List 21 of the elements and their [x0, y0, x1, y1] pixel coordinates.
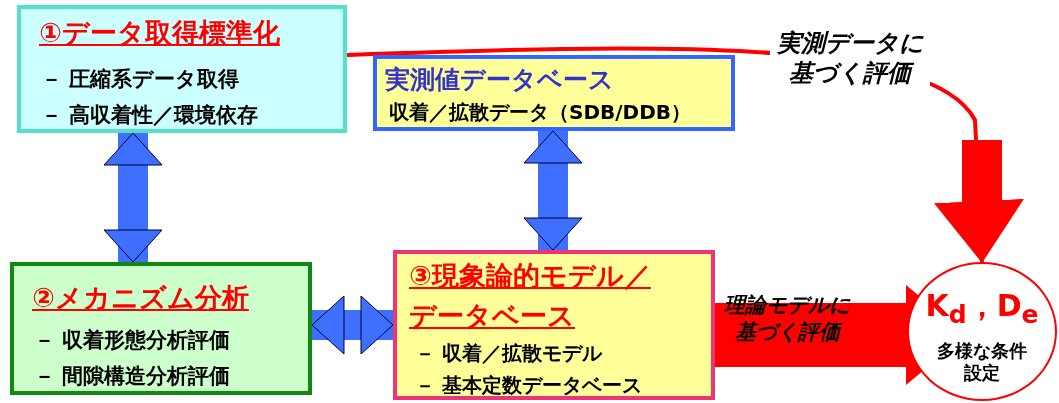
database-box — [373, 55, 735, 131]
process-box — [10, 262, 312, 395]
bullet-item: － 収着形態分析評価 — [34, 327, 231, 354]
subtitle: 収着／拡散データ（SDB/DDB） — [389, 99, 691, 126]
double-arrow — [311, 295, 394, 355]
bullet-item: － 収着／拡散モデル — [415, 340, 602, 367]
bullet-item: － 基本定数データベース — [415, 372, 642, 399]
box-title: ①データ取得標準化 — [39, 16, 280, 50]
bullet-item: － 高収着性／環境依存 — [41, 102, 259, 129]
note-text: 多様な条件設定 — [936, 340, 1028, 384]
bullet-item: － 圧縮系データ取得 — [41, 66, 240, 93]
box-title: 実測値データベース — [385, 64, 614, 96]
process-box — [393, 250, 715, 400]
double-arrow — [523, 130, 583, 251]
double-arrow — [103, 132, 163, 263]
parameter-label: K$_{d}$，D$_{e}$ — [924, 287, 1040, 329]
box-title: ②メカニズム分析 — [32, 281, 249, 315]
process-box — [17, 5, 347, 133]
edge-label: 実測データに基づく評価 — [770, 28, 930, 88]
bullet-item: － 間隙構造分析評価 — [34, 363, 231, 390]
box-title: ③現象論的モデル／データベース — [409, 259, 652, 333]
